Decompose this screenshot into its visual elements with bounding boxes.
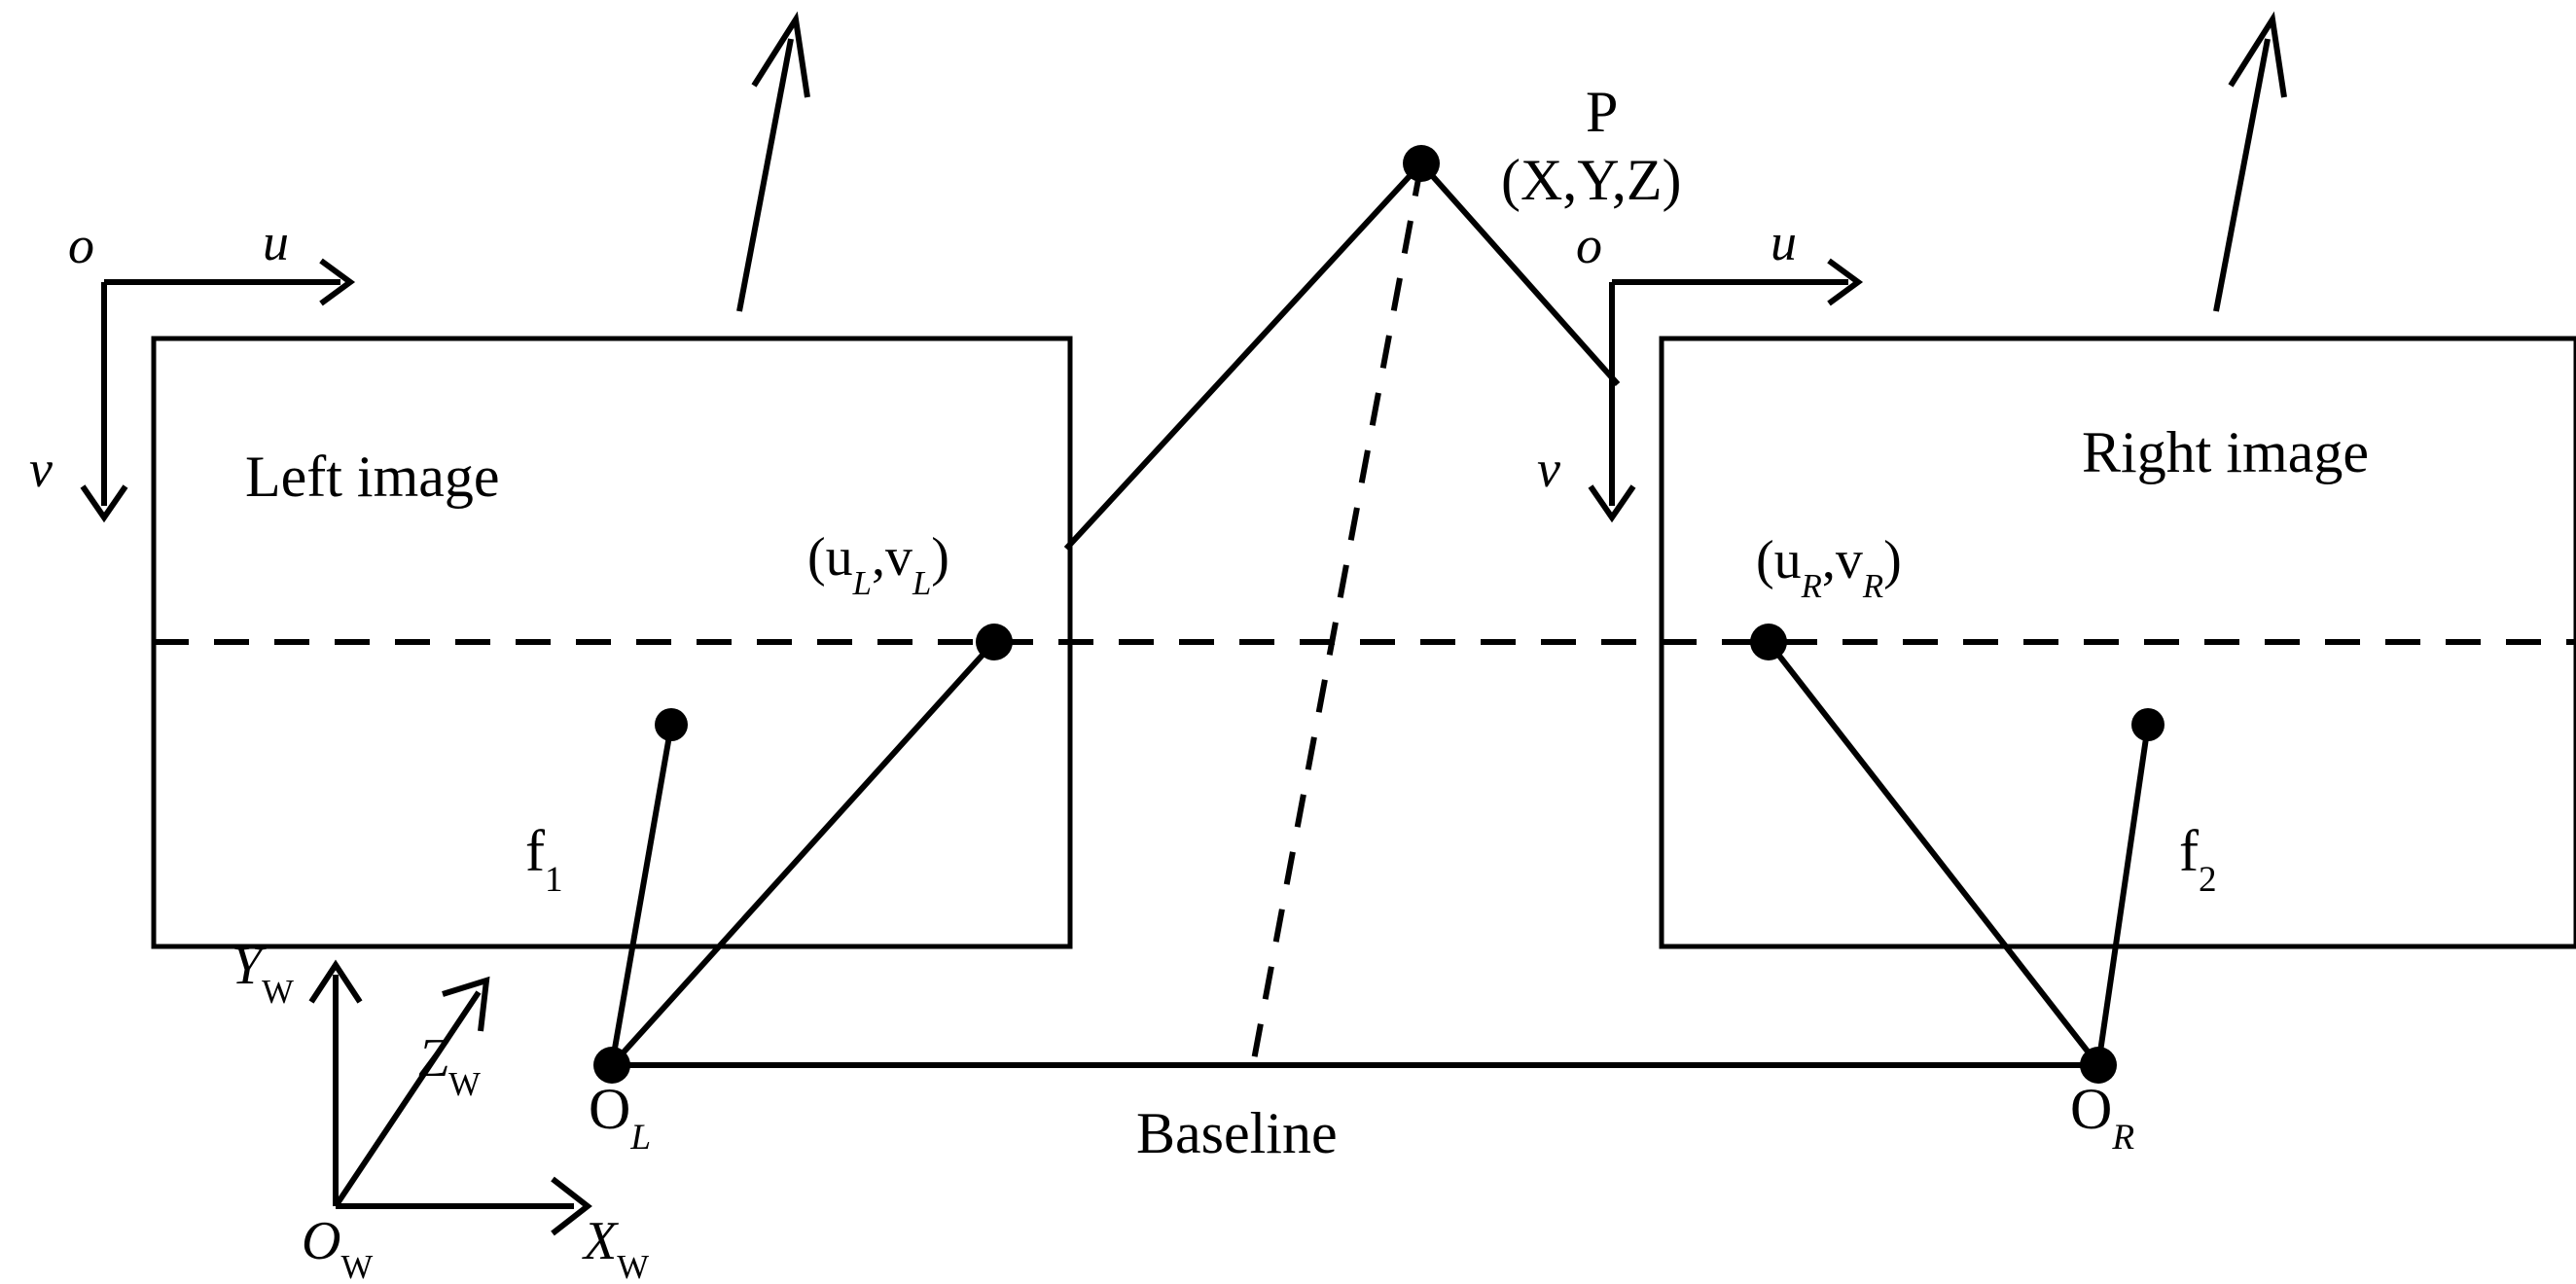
right-proj-sub-u: R [1801, 566, 1822, 605]
focal-left-base: f [525, 819, 545, 883]
left-image-plane-label: Left image [245, 445, 500, 509]
scene-point-label: P [1586, 80, 1619, 144]
left-image-point-dot [976, 624, 1013, 660]
left-axis-origin-label: o [68, 216, 94, 274]
scene-point-coords-label: (X,Y,Z) [1501, 148, 1682, 212]
left-proj-open: (u [807, 527, 853, 588]
right-image-plane-label: Right image [2082, 420, 2369, 484]
or-base: O [2070, 1077, 2113, 1141]
ray-left-image-point-to-optical-center [609, 639, 997, 1068]
ow-base: O [302, 1211, 341, 1271]
left-optical-axis-arrow [736, 11, 810, 312]
world-origin-label: OW [302, 1211, 373, 1284]
ray-right-image-point-to-optical-center [1766, 640, 2101, 1067]
right-proj-comma: ,v [1821, 530, 1863, 590]
left-proj-close: ) [931, 527, 949, 588]
yw-sub: W [262, 972, 294, 1011]
world-coordinate-frame [308, 959, 592, 1236]
right-proj-close: ) [1883, 530, 1902, 590]
right-optical-axis-arrow [2213, 11, 2287, 312]
right-axis-v-label: v [1537, 440, 1560, 498]
focal-length-left-segment [609, 724, 674, 1066]
optical-center-right-label: OR [2070, 1077, 2134, 1156]
world-y-axis-label: YW [232, 936, 294, 1009]
right-axis-origin-label: o [1576, 216, 1602, 274]
yw-base: Y [232, 936, 263, 996]
focal-left-sub: 1 [544, 860, 563, 901]
ray-p-to-right-image-point [1418, 161, 1621, 386]
left-proj-sub-u: L [852, 563, 872, 602]
optical-center-left-label: OL [589, 1077, 651, 1156]
left-projection-coords-label: (uL,vL) [807, 527, 949, 600]
ol-sub: L [630, 1118, 652, 1159]
right-axis-u-label: u [1771, 213, 1797, 271]
focal-right-sub: 2 [2198, 860, 2217, 901]
right-proj-sub-v: R [1862, 566, 1884, 605]
depth-dashed-line [1250, 162, 1424, 1066]
right-proj-open: (u [1756, 530, 1802, 590]
ray-p-to-left-image-point [1063, 160, 1424, 552]
left-principal-point-dot [655, 708, 688, 741]
right-image-axes-group [1588, 258, 1864, 523]
right-principal-point-dot [2131, 708, 2165, 741]
zw-sub: W [448, 1064, 481, 1103]
right-optical-center-dot [2080, 1047, 2117, 1084]
ol-base: O [589, 1077, 631, 1141]
baseline-label: Baseline [1136, 1101, 1338, 1165]
focal-length-right-segment [2095, 724, 2151, 1066]
right-image-point-dot [1750, 624, 1787, 660]
or-sub: R [2112, 1118, 2135, 1159]
left-proj-sub-v: L [912, 563, 932, 602]
focal-right-base: f [2179, 819, 2199, 883]
left-image-axes-group [80, 258, 356, 523]
left-optical-center-dot [593, 1047, 630, 1084]
ow-sub: W [340, 1247, 374, 1284]
right-projection-coords-label: (uR,vR) [1756, 530, 1902, 603]
world-z-axis-label: ZW [418, 1028, 481, 1101]
world-x-axis-label: XW [584, 1211, 649, 1284]
left-proj-comma: ,v [871, 527, 912, 588]
focal-length-right-label: f2 [2179, 819, 2217, 898]
xw-base: X [584, 1211, 618, 1271]
xw-sub: W [617, 1247, 649, 1284]
left-axis-u-label: u [263, 213, 289, 271]
focal-length-left-label: f1 [525, 819, 563, 898]
left-axis-v-label: v [29, 440, 53, 498]
scene-point-dot [1403, 145, 1440, 182]
zw-base: Z [418, 1028, 449, 1088]
